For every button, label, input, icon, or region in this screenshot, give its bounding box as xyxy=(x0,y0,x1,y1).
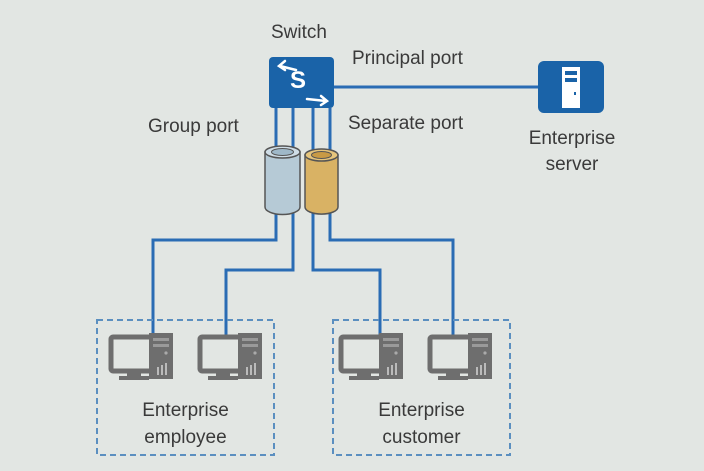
switch-port-links xyxy=(274,108,332,150)
server-label-line2: server xyxy=(545,154,599,175)
separate-port-cylinder xyxy=(304,148,339,215)
switch-label: Switch xyxy=(271,22,327,43)
group-port-links xyxy=(151,210,295,336)
server-label: Enterprise server xyxy=(512,126,632,178)
customer-label: Enterprise customer xyxy=(333,397,510,451)
group-port-cylinder xyxy=(264,145,301,216)
server-label-line1: Enterprise xyxy=(528,128,616,149)
customer-pc-2-icon[interactable] xyxy=(430,333,492,380)
employee-label-line2: employee xyxy=(144,427,227,448)
group-port-label: Group port xyxy=(148,116,239,137)
employee-pc-1-icon[interactable] xyxy=(111,333,173,380)
server-icon[interactable] xyxy=(538,61,604,113)
customer-group-box xyxy=(332,319,511,456)
employee-label-line1: Enterprise xyxy=(142,400,229,421)
employee-group-box xyxy=(96,319,275,456)
switch-glyph: S xyxy=(290,67,307,94)
principal-port-label: Principal port xyxy=(352,48,463,69)
employee-label: Enterprise employee xyxy=(97,397,274,451)
customer-pc-1-icon[interactable] xyxy=(341,333,403,380)
employee-pc-2-icon[interactable] xyxy=(200,333,262,380)
switch-icon[interactable] xyxy=(269,57,334,108)
separate-port-label: Separate port xyxy=(348,113,464,134)
separate-port-links xyxy=(311,210,455,336)
customer-label-line1: Enterprise xyxy=(378,400,465,421)
customer-label-line2: customer xyxy=(382,427,461,448)
